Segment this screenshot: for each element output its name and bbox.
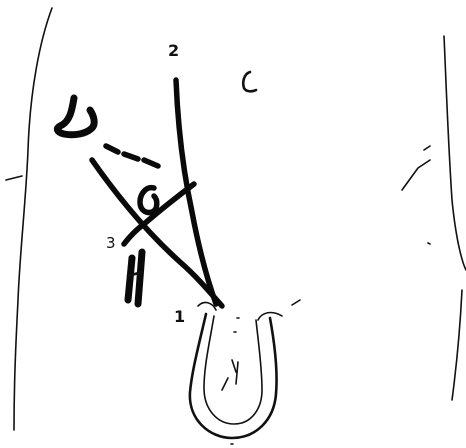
label-line-1: 1 — [174, 307, 185, 326]
mark-loop-4 — [140, 188, 157, 213]
right-dot — [428, 243, 430, 244]
mark-h-left-stroke — [128, 258, 132, 300]
genital-inner-contour — [204, 316, 262, 424]
label-line-2: 2 — [168, 41, 179, 60]
dashed-incision — [106, 146, 158, 166]
right-faint-mark-2 — [424, 146, 430, 150]
right-body-contour — [444, 36, 466, 270]
mark-h-right-stroke — [138, 252, 142, 304]
label-line-3: 3 — [106, 234, 116, 252]
right-faint-mark-3 — [292, 300, 300, 305]
right-faint-mark — [402, 160, 430, 190]
left-body-contour — [14, 8, 52, 430]
genital-detail — [222, 360, 238, 390]
right-lower-contour — [452, 290, 462, 400]
left-hip-tick — [6, 176, 22, 180]
mark-c-shape — [243, 72, 256, 91]
incision-line-1 — [92, 160, 222, 306]
mark-u-shape — [57, 98, 94, 135]
genital-outer-contour — [190, 314, 277, 438]
